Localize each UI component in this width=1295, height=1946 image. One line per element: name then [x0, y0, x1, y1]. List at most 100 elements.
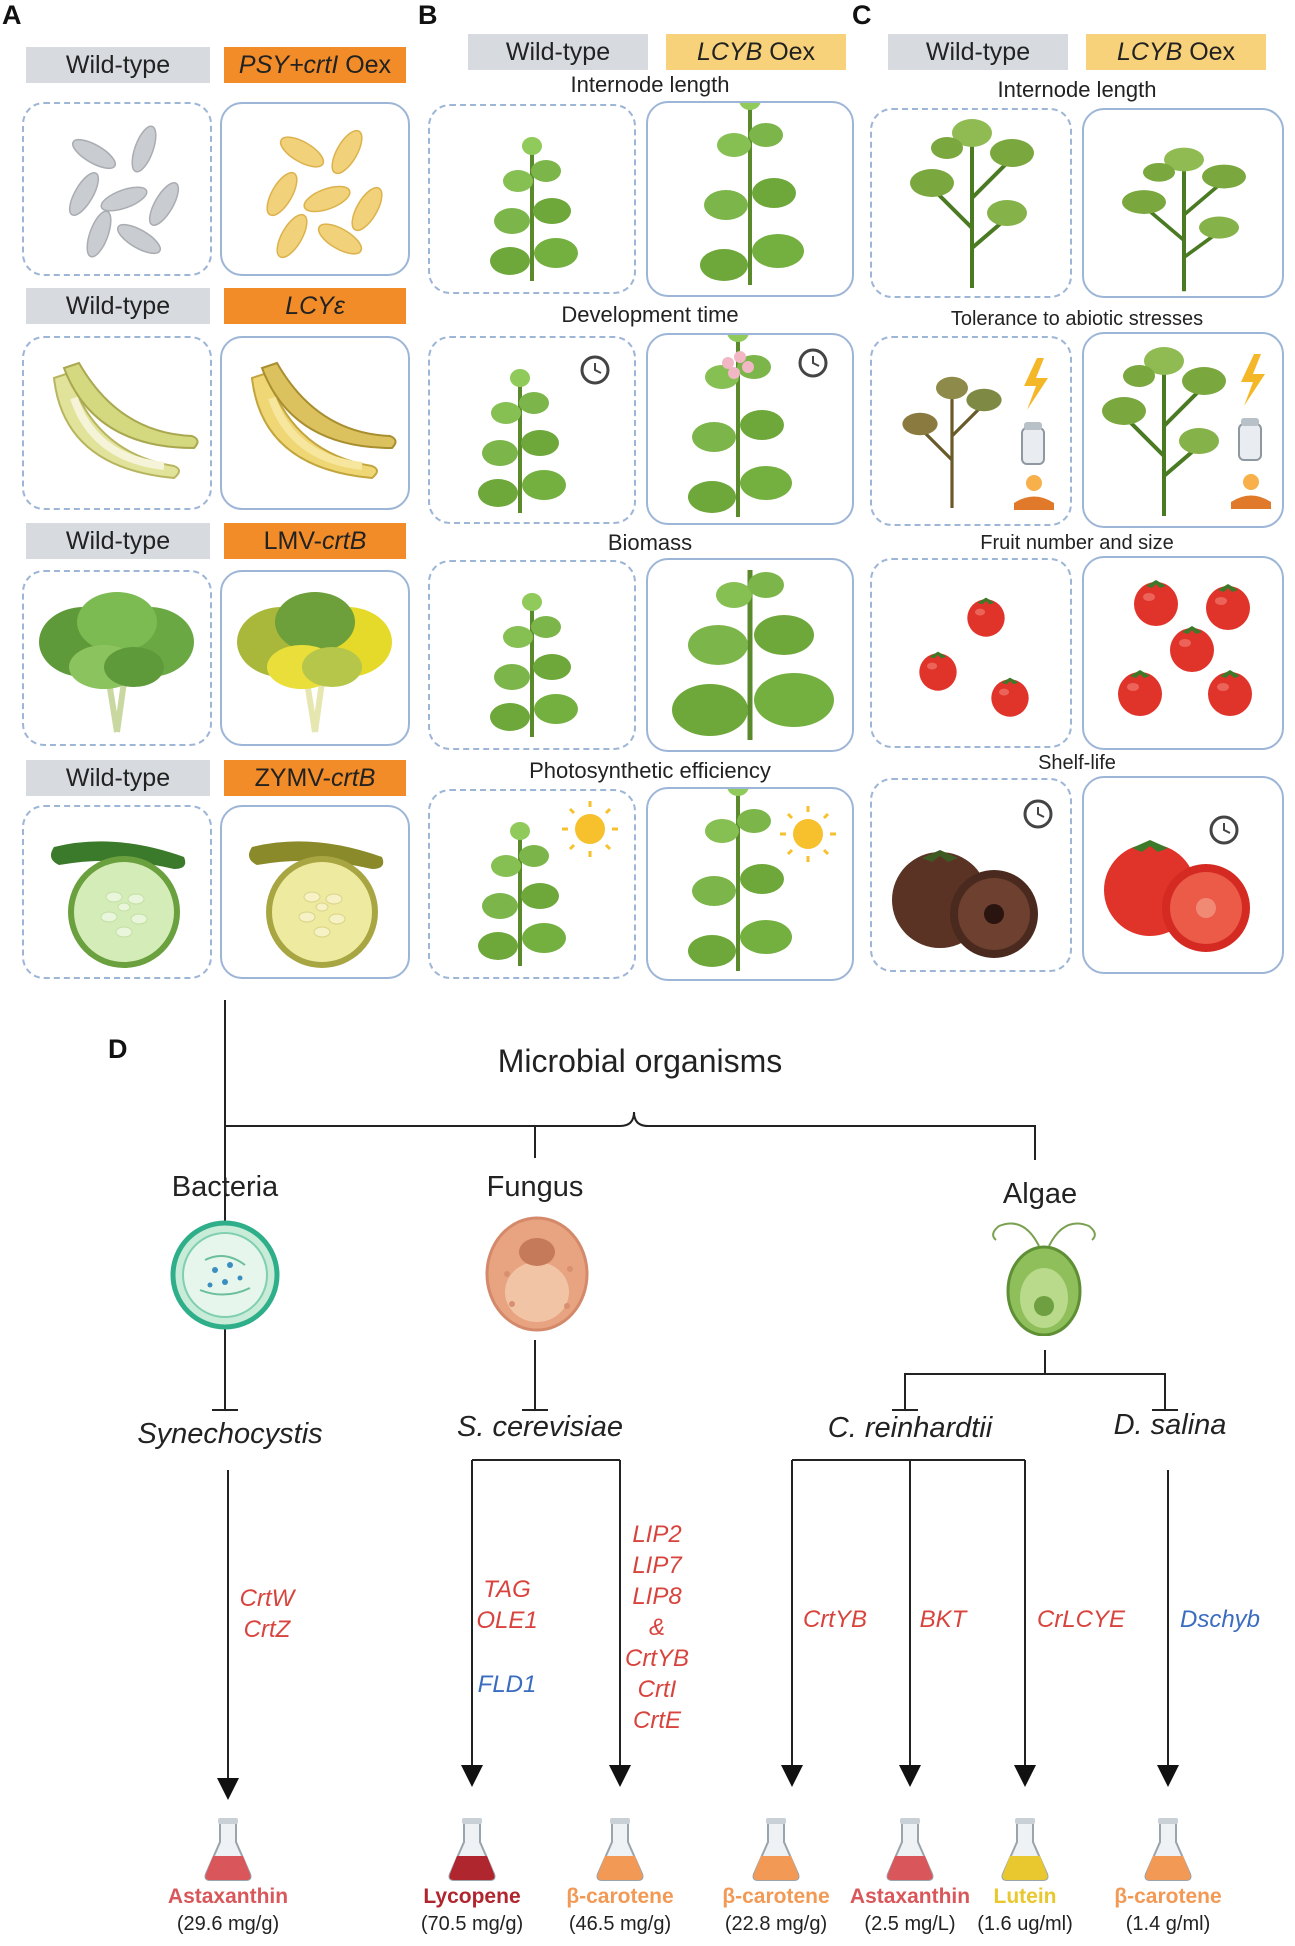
b-development-tg-box [646, 320, 854, 525]
species-creinhardtii: C. reinhardtii [827, 1412, 993, 1444]
caption-b-photosynthetic: Photosynthetic efficiency [529, 758, 771, 783]
tg-label-rice-suffix: Oex [338, 51, 392, 79]
tg-label-banana: LCYε [224, 288, 406, 324]
lettuce-golden-illustration [237, 592, 392, 733]
species-scerevisiae: S. cerevisiae [456, 1411, 623, 1443]
wt-label-c: Wild-type [888, 34, 1068, 70]
pathway-tree-lines [212, 1000, 1179, 1800]
gene-cr-crtyb: CrtYB [802, 1606, 867, 1633]
b-internode-wt-box [428, 104, 636, 294]
group-algae: Algae [1002, 1178, 1078, 1210]
species-dsalina: D. salina [1113, 1409, 1227, 1441]
product-name: β-carotene [566, 1885, 674, 1908]
panel-letter-a: A [2, 0, 22, 30]
gene-lip8: LIP8 [632, 1583, 682, 1610]
tg-label-b-suffix: Oex [762, 38, 816, 66]
tg-label-banana-gene: LCYε [285, 292, 345, 320]
product-concentration: (29.6 mg/g) [176, 1913, 280, 1935]
gene-ampersand: & [648, 1614, 665, 1641]
product-name: Lutein [993, 1885, 1057, 1908]
c-fruit-tg-box [1082, 556, 1284, 750]
c-internode-tg-box [1082, 108, 1284, 298]
tomatoes-few-small-illustration [919, 597, 1029, 717]
plant-tall-illustration [698, 88, 806, 287]
wt-label-banana: Wild-type [26, 288, 210, 324]
gene-fld1: FLD1 [477, 1671, 537, 1698]
group-bacteria: Bacteria [171, 1171, 279, 1203]
rice-wt-box [22, 102, 212, 276]
product-name: β-carotene [722, 1885, 830, 1908]
tg-label-cucumber-gene: crtB [330, 764, 376, 792]
sun-icon [778, 804, 838, 864]
plant-photosynthesis-wt-illustration [476, 799, 620, 968]
bacteria-cell-icon [170, 1220, 280, 1330]
plant-photosynthesis-tg-illustration [686, 774, 838, 973]
tg-label-rice-gene: PSY+crtI [238, 51, 339, 79]
b-development-wt-box [428, 336, 636, 524]
tg-label-c-gene: LCYB [1116, 38, 1183, 66]
flask-2 [596, 1818, 644, 1881]
c-tolerance-wt-box [870, 336, 1072, 526]
c-fruit-wt-box [870, 558, 1072, 748]
caption-b-development: Development time [561, 302, 739, 327]
clock-icon [1023, 799, 1053, 829]
caption-c-internode: Internode length [997, 77, 1157, 102]
clock-icon [798, 348, 828, 378]
product-name: Lycopene [423, 1885, 521, 1908]
flask-4 [886, 1818, 934, 1881]
gene-cr-bkt: BKT [919, 1606, 967, 1633]
wt-label-rice: Wild-type [26, 47, 210, 83]
gene-ole1: OLE1 [476, 1607, 538, 1634]
tomato-plant-tall-illustration [908, 117, 1036, 290]
sun-icon [560, 799, 620, 859]
tg-label-cucumber: ZYMV-crtB [224, 760, 406, 796]
panel-letter-d: D [108, 1034, 128, 1064]
lettuce-tg-box [220, 570, 410, 746]
tg-label-c: LCYB Oex [1086, 34, 1266, 70]
product-concentration: (2.5 mg/L) [864, 1913, 956, 1935]
tg-label-cucumber-prefix: ZYMV- [254, 764, 331, 792]
cucumber-tg-box [220, 805, 410, 979]
c-internode-wt-box [870, 108, 1072, 298]
drought-icon [1243, 474, 1259, 490]
lightning-icon [1241, 354, 1265, 406]
clock-icon [1209, 815, 1239, 845]
yeast-cell-icon [485, 1216, 589, 1332]
microbial-title: Microbial organisms [497, 1043, 783, 1079]
algae-cell-icon [992, 1222, 1096, 1336]
lightning-icon [1024, 358, 1048, 410]
banana-golden-illustration [250, 361, 397, 480]
tomato-plant-compact-illustration [1120, 145, 1248, 294]
genes-sc-bcarotene: LIP2 LIP7 LIP8 & CrtYB CrtI CrtE [612, 1519, 702, 1736]
c-shelflife-tg-box [1082, 776, 1284, 974]
tg-label-lettuce: LMV-crtB [224, 523, 406, 559]
cucumber-wt-box [22, 805, 212, 979]
gene-crti: CrtI [637, 1676, 677, 1703]
wt-label-b: Wild-type [468, 34, 648, 70]
b-photo-tg-box [646, 774, 854, 981]
wt-label-cucumber: Wild-type [26, 760, 210, 796]
rice-grains-wt-illustration [68, 125, 180, 258]
drought-icon [1026, 475, 1042, 491]
product-name: Astaxanthin [849, 1885, 971, 1908]
species-synechocystis: Synechocystis [137, 1418, 323, 1450]
gene-lip2: LIP2 [632, 1521, 682, 1548]
c-shelflife-wt-box [870, 778, 1072, 972]
tg-label-lettuce-prefix: LMV- [263, 527, 322, 555]
banana-wt-box [22, 336, 212, 510]
tg-label-b-gene: LCYB [696, 38, 763, 66]
product-concentration: (70.5 mg/g) [420, 1913, 524, 1935]
product-concentration: (46.5 mg/g) [568, 1913, 672, 1935]
caption-c-shelflife: Shelf-life [1038, 752, 1116, 774]
gene-tag: TAG [483, 1576, 531, 1603]
product-name: β-carotene [1114, 1885, 1222, 1908]
caption-c-tolerance: Tolerance to abiotic stresses [950, 308, 1204, 330]
tg-label-lettuce-gene: crtB [321, 527, 367, 555]
gene-cr-crlcye: CrLCYE [1036, 1606, 1126, 1633]
tomatoes-rotten-illustration [892, 799, 1053, 958]
product-concentration: (1.6 ug/ml) [977, 1913, 1073, 1935]
flask-6 [1144, 1818, 1192, 1881]
b-internode-tg-box [646, 88, 854, 297]
rice-grains-golden-illustration [266, 129, 383, 259]
flask-1 [448, 1818, 496, 1881]
